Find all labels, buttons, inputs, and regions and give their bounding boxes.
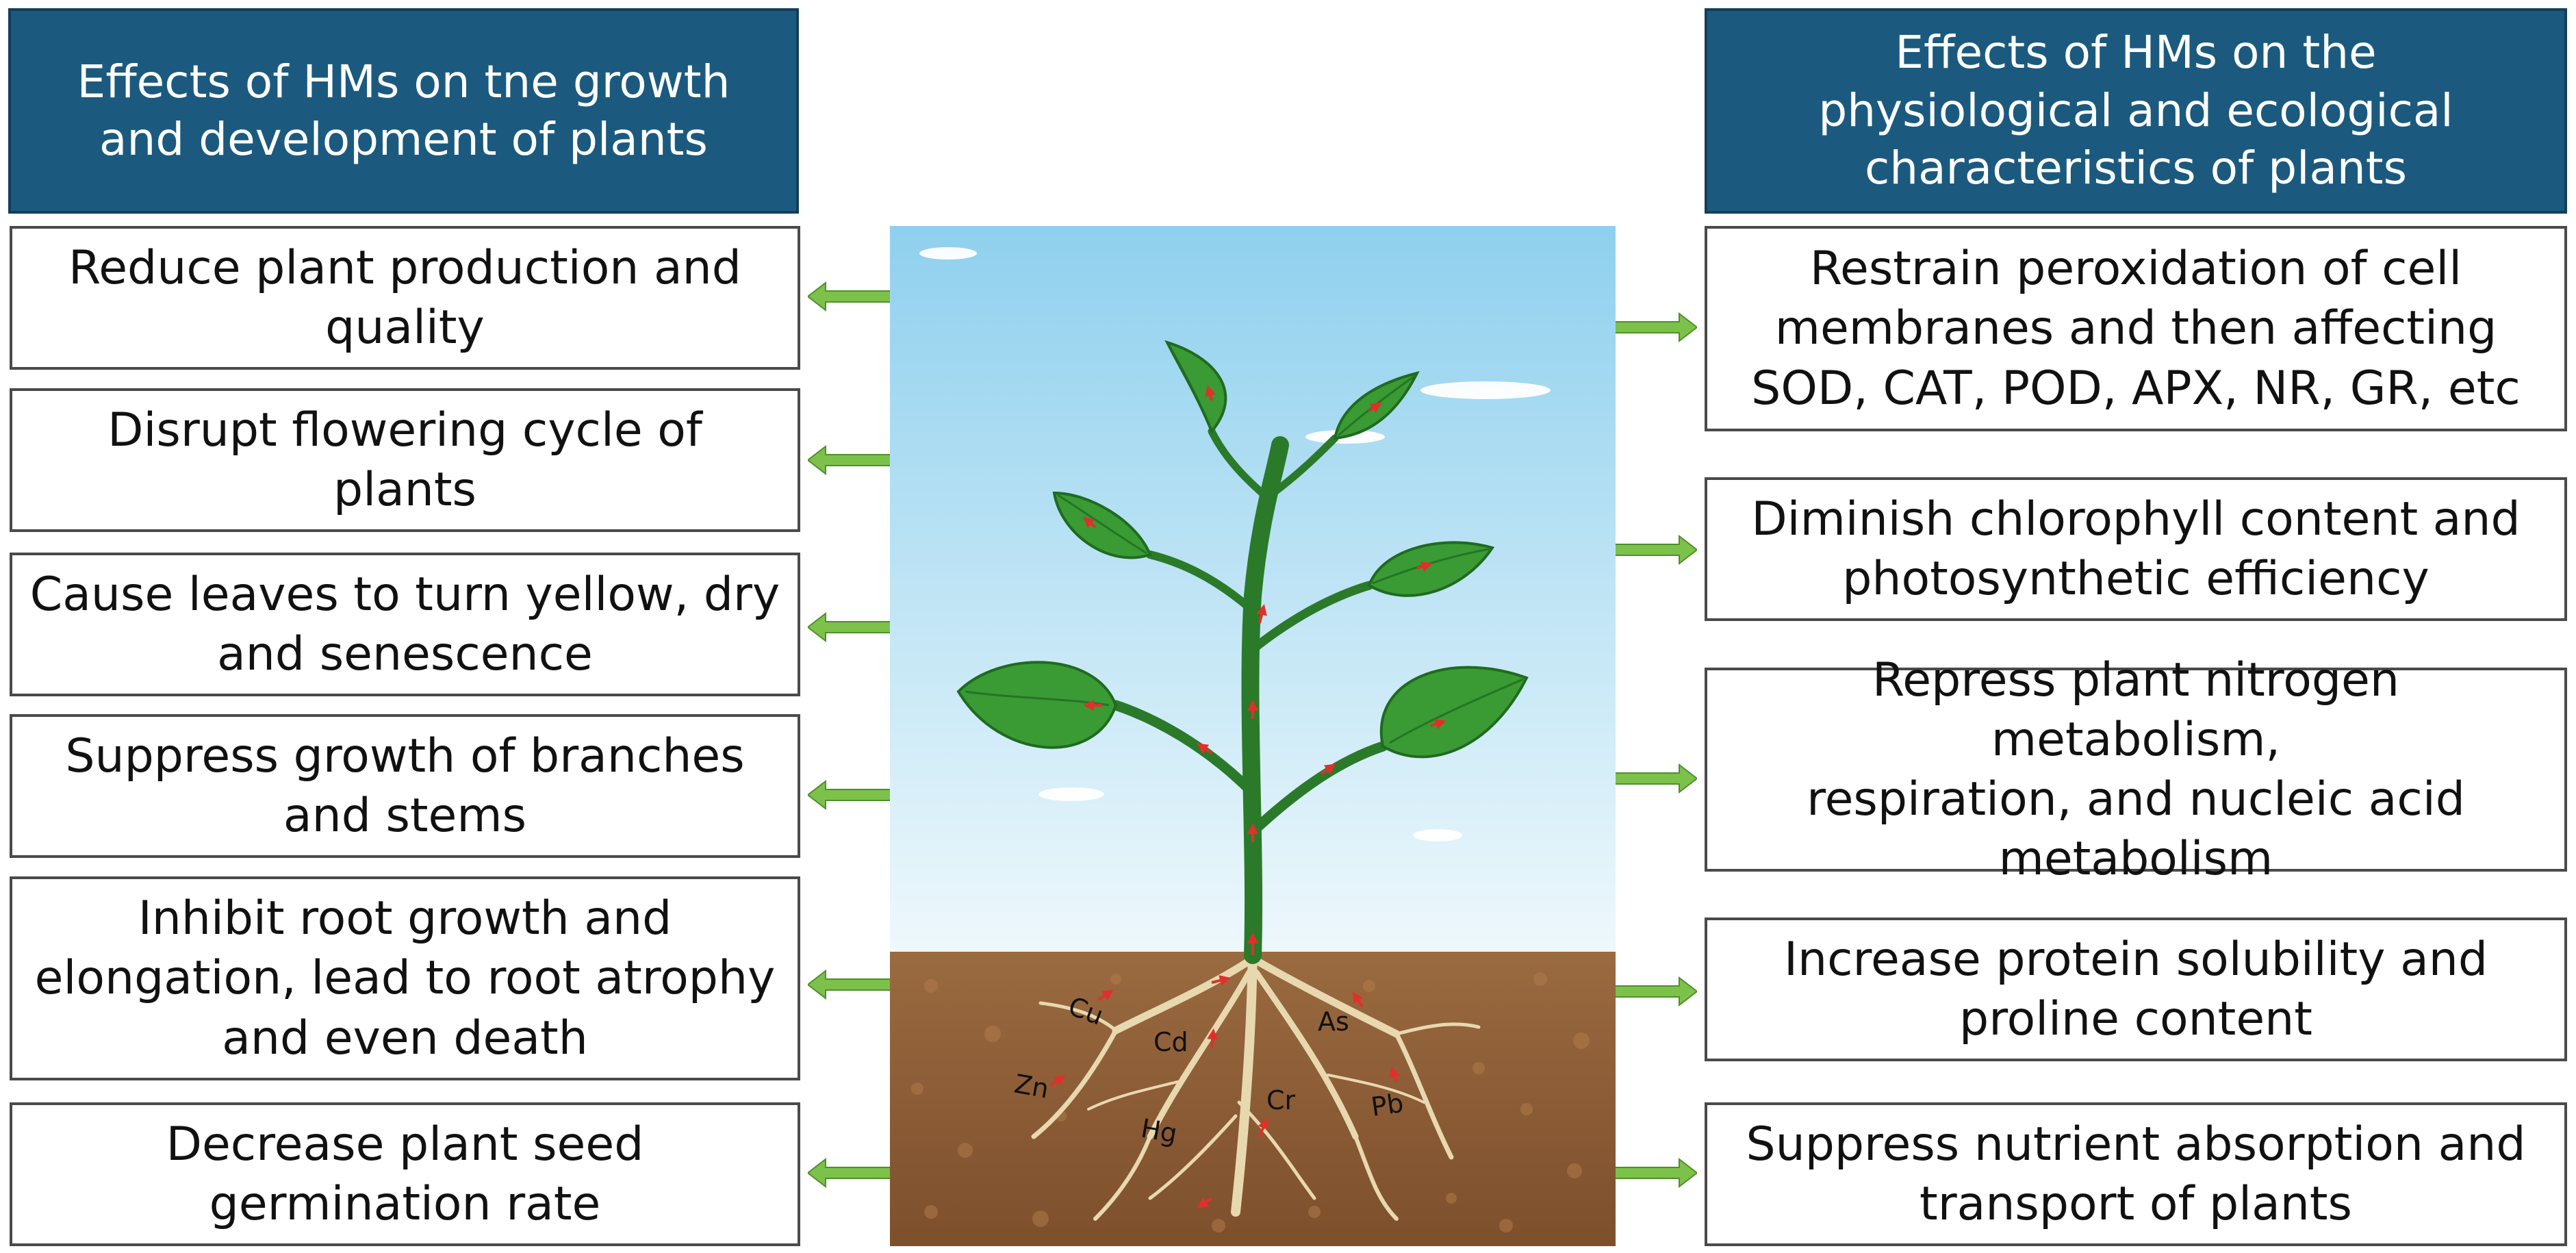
left-item-3: Cause leaves to turn yellow, dry and sen…	[10, 553, 800, 696]
right-arrow-icon-5	[1613, 1158, 1697, 1188]
left-arrow-icon-1	[808, 281, 892, 312]
left-header: Effects of HMs on tne growth and develop…	[8, 8, 799, 214]
metal-pb: Pb	[1369, 1088, 1405, 1122]
right-header: Effects of HMs on the physiological and …	[1705, 8, 2567, 214]
left-arrow-icon-3	[808, 612, 892, 642]
clouds	[919, 247, 1551, 841]
left-item-3-text: Cause leaves to turn yellow, dry and sen…	[29, 567, 780, 681]
left-item-4-text: Suppress growth of branches and stems	[65, 729, 745, 843]
right-arrow-icon-1	[1613, 312, 1697, 342]
left-item-2: Disrupt flowering cycle of plants	[10, 388, 800, 532]
right-item-3-text: Repress plant nitrogen metabolism, respi…	[1807, 653, 2465, 887]
left-item-4: Suppress growth of branches and stems	[10, 714, 800, 858]
left-item-2-text: Disrupt flowering cycle of plants	[107, 403, 702, 517]
roots	[1031, 947, 1481, 1221]
left-item-5-text: Inhibit root growth and elongation, lead…	[34, 891, 776, 1065]
metal-arrows	[1049, 989, 1401, 1137]
uptake-arrows	[1082, 385, 1446, 1208]
left-item-6: Decrease plant seed germination rate	[10, 1102, 800, 1246]
right-item-2: Diminish chlorophyll content and photosy…	[1705, 477, 2567, 621]
right-arrow-icon-3	[1613, 763, 1697, 794]
stem	[1110, 427, 1388, 964]
right-item-1: Restrain peroxidation of cell membranes …	[1705, 226, 2567, 431]
plant-illustration: Cu Zn Cd Hg Cr As Pb	[890, 226, 1616, 1246]
right-item-1-text: Restrain peroxidation of cell membranes …	[1751, 242, 2521, 416]
left-item-1: Reduce plant production and quality	[10, 226, 800, 370]
metal-hg: Hg	[1138, 1113, 1179, 1149]
right-item-2-text: Diminish chlorophyll content and photosy…	[1751, 492, 2521, 606]
left-arrow-icon-2	[808, 445, 892, 475]
right-item-4-text: Increase protein solubility and proline …	[1783, 932, 2488, 1046]
left-arrow-icon-4	[808, 780, 892, 810]
metal-as: As	[1318, 1007, 1349, 1037]
right-item-5-text: Suppress nutrient absorption and transpo…	[1746, 1117, 2526, 1231]
left-arrow-icon-5	[808, 970, 892, 1000]
right-item-4: Increase protein solubility and proline …	[1705, 917, 2567, 1061]
left-item-1-text: Reduce plant production and quality	[68, 240, 741, 355]
left-item-6-text: Decrease plant seed germination rate	[166, 1117, 644, 1231]
right-item-5: Suppress nutrient absorption and transpo…	[1705, 1102, 2567, 1246]
left-item-5: Inhibit root growth and elongation, lead…	[10, 876, 800, 1080]
right-arrow-icon-2	[1613, 535, 1697, 565]
left-header-text: Effects of HMs on tne growth and develop…	[77, 55, 730, 166]
metal-cd: Cd	[1153, 1027, 1188, 1057]
soil-texture	[911, 972, 1590, 1232]
left-arrow-icon-6	[808, 1158, 892, 1188]
right-header-text: Effects of HMs on the physiological and …	[1818, 26, 2453, 195]
metal-zn: Zn	[1012, 1069, 1051, 1104]
right-item-3: Repress plant nitrogen metabolism, respi…	[1705, 653, 2567, 886]
right-arrow-icon-4	[1613, 976, 1697, 1007]
metal-cr: Cr	[1266, 1085, 1296, 1115]
